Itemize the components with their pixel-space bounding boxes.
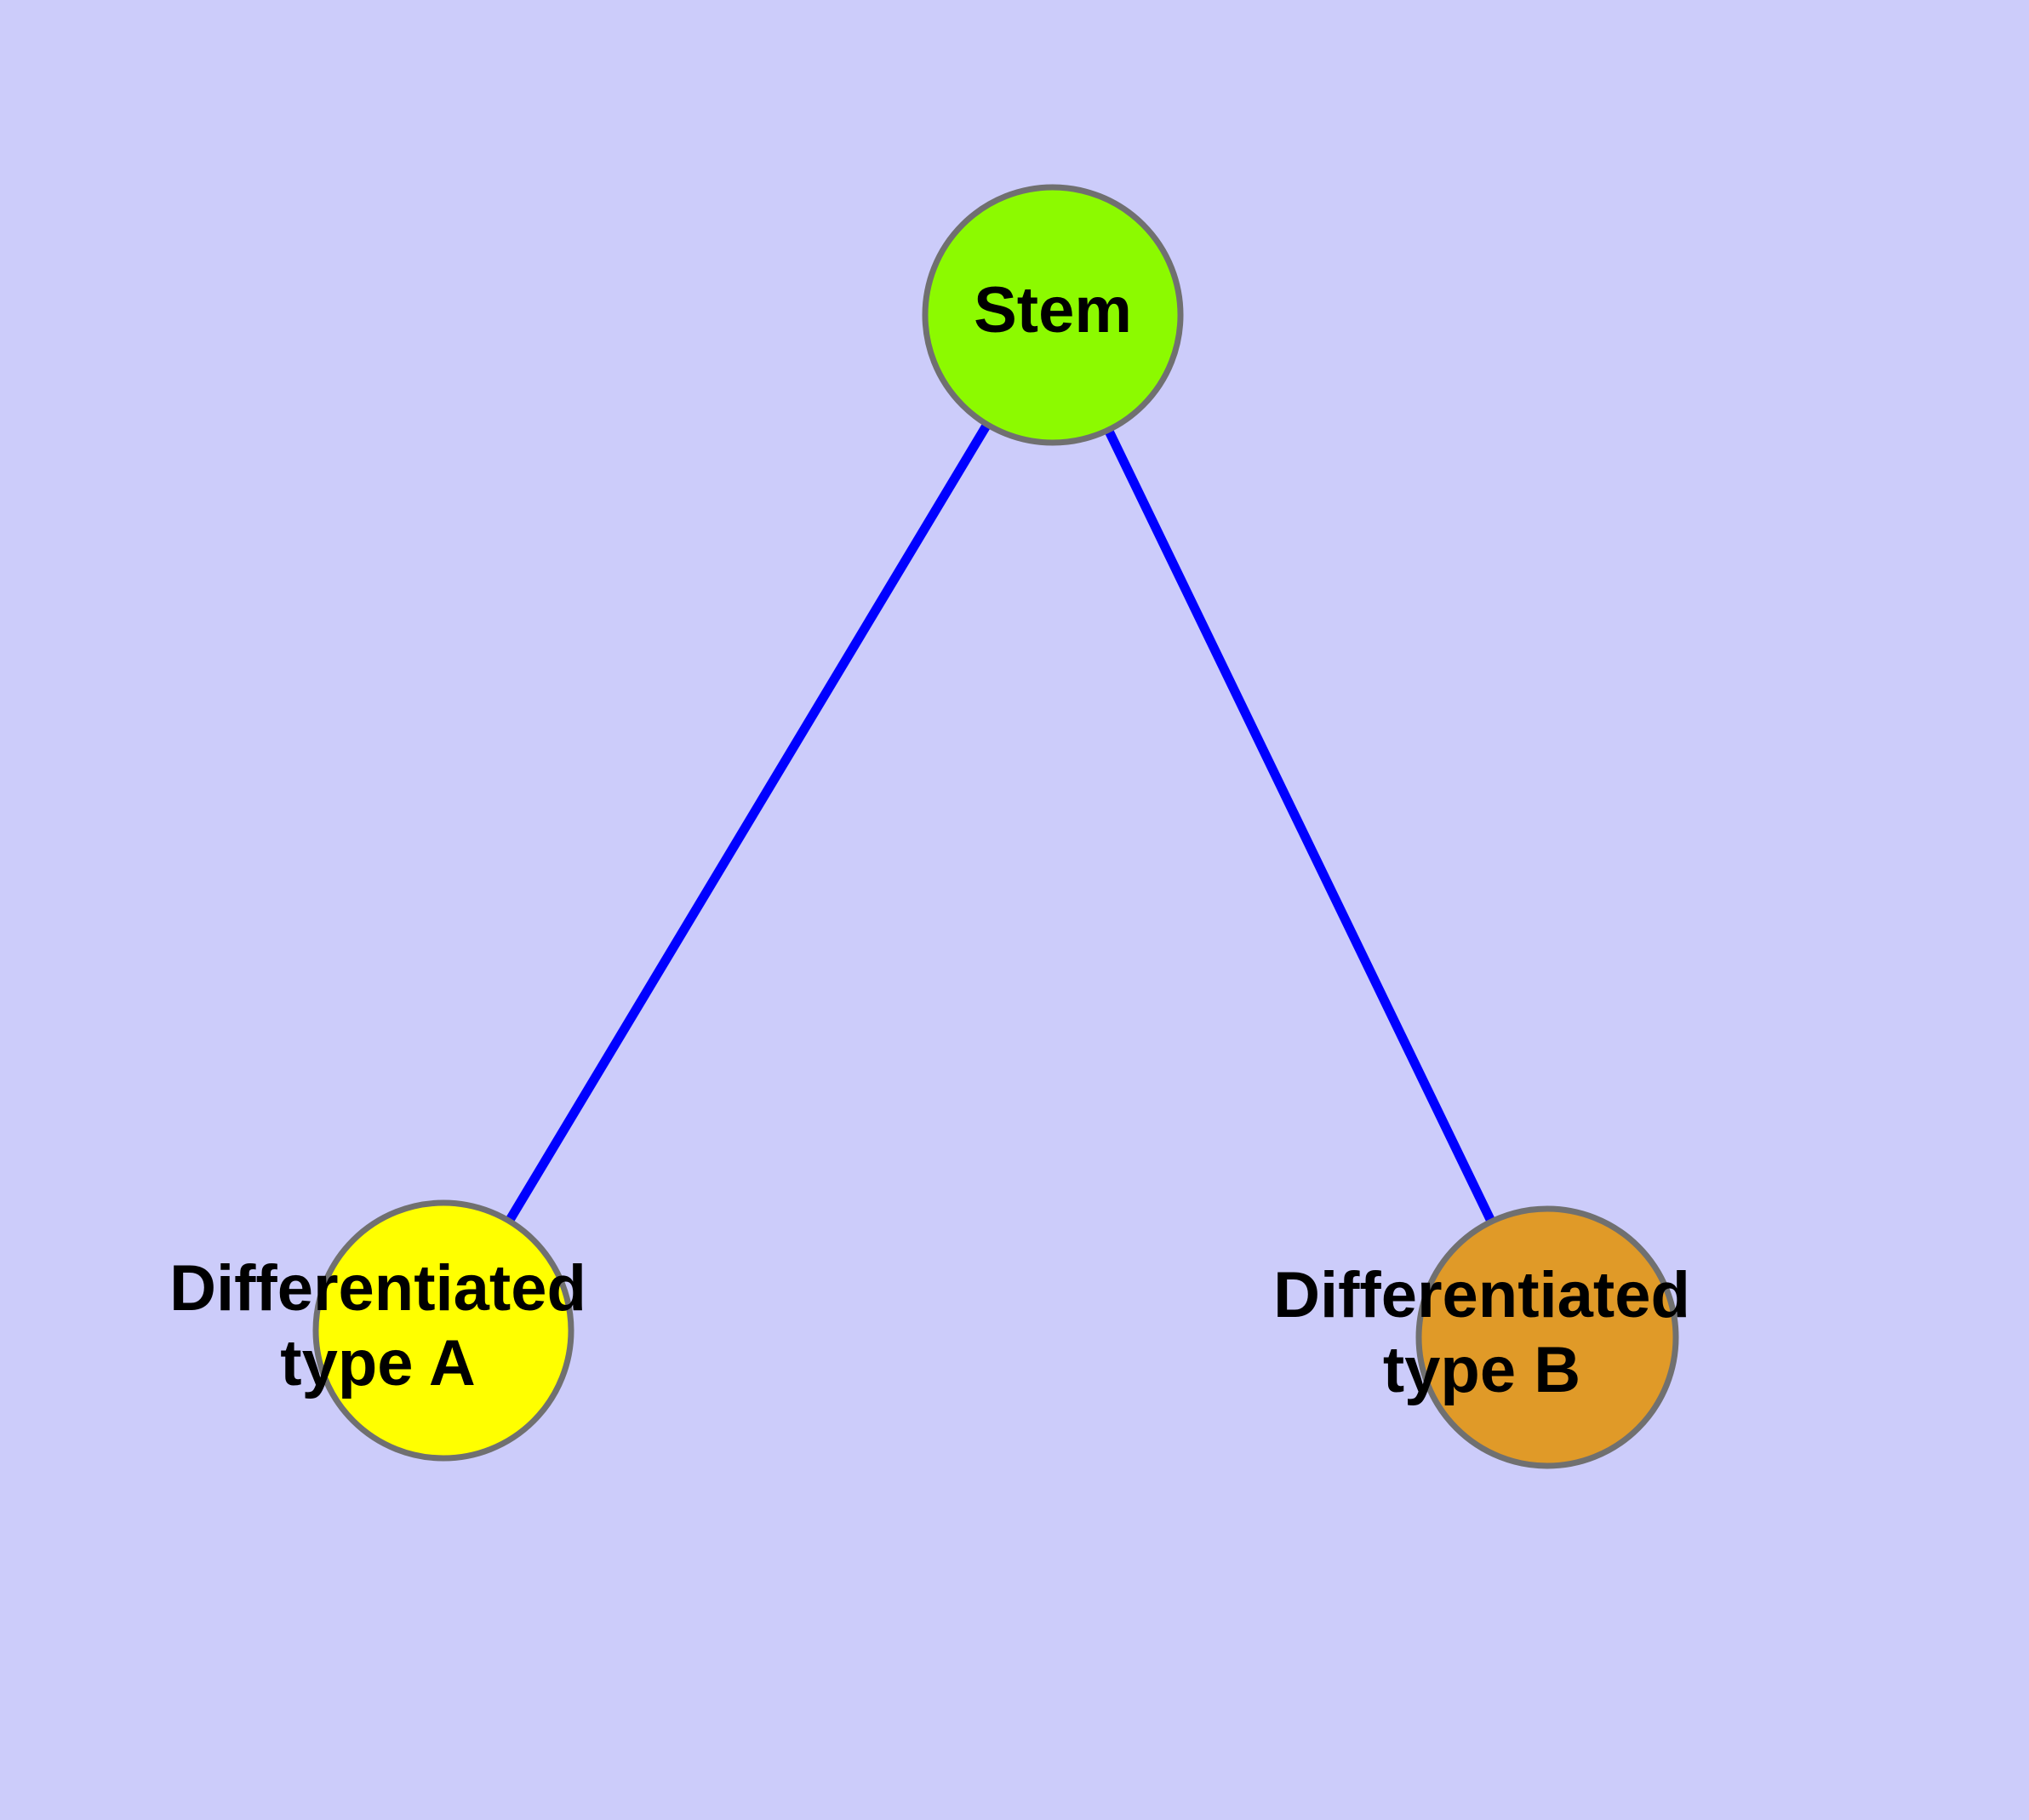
node-label-line: Stem [974,274,1132,346]
node-diff-b[interactable] [1415,1205,1679,1469]
node-layer [312,184,1679,1469]
node-label-line: type B [1383,1334,1580,1406]
node-label-line: Differentiated [1273,1259,1690,1331]
edge-layer [439,312,1552,1340]
node-label-stem: Stem [974,274,1132,346]
node-label-line: type A [280,1327,475,1399]
edge-stem-to-diff-a [439,312,1057,1333]
node-label-line: Differentiated [169,1252,586,1325]
node-diff-a[interactable] [312,1199,574,1462]
edge-stem-to-diff-b [1049,312,1552,1340]
node-stem[interactable] [922,184,1184,446]
